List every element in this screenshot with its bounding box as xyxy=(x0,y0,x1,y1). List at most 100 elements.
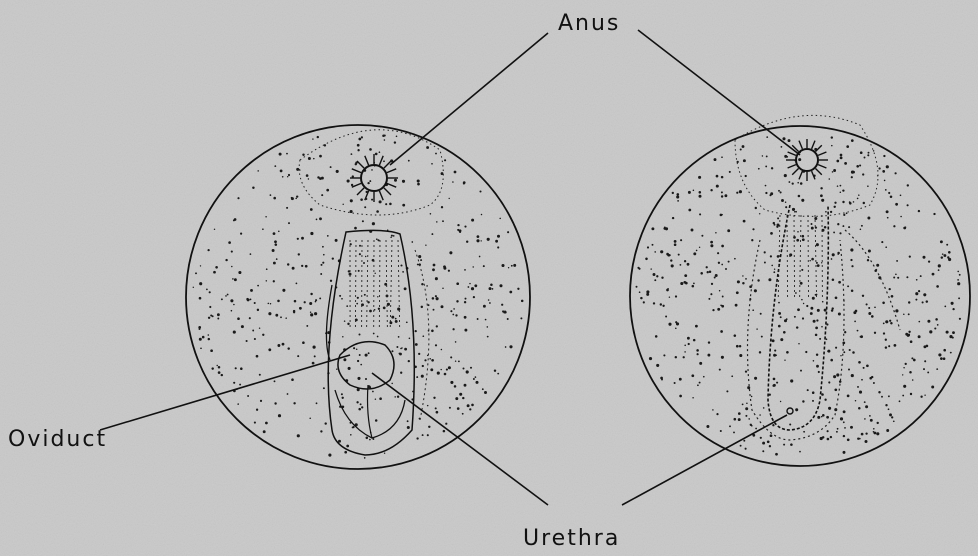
stipple-dot xyxy=(453,308,455,310)
stipple-dot xyxy=(874,332,876,334)
stipple-dot xyxy=(790,379,793,382)
stipple-dot xyxy=(691,229,694,232)
stipple-dot xyxy=(721,264,723,266)
stipple-dot xyxy=(397,308,400,311)
stipple-dot xyxy=(688,343,690,345)
stipple-dot xyxy=(250,289,253,292)
stipple-dot xyxy=(821,393,824,396)
stipple-dot xyxy=(877,422,879,424)
stipple-dot xyxy=(709,270,712,273)
stipple-dot xyxy=(703,376,705,378)
stipple-dot xyxy=(789,253,792,256)
stipple-dot xyxy=(408,160,410,162)
stipple-dot xyxy=(233,331,236,334)
stipple-dot xyxy=(678,254,680,256)
stipple-dot xyxy=(308,157,311,160)
stipple-dot xyxy=(452,181,454,183)
stipple-dot xyxy=(795,211,797,213)
stipple-dot xyxy=(798,195,801,198)
stipple-dot xyxy=(411,241,413,243)
stipple-dot xyxy=(827,351,828,352)
stipple-dot xyxy=(854,321,856,323)
stipple-dot xyxy=(780,316,782,318)
stipple-dot xyxy=(360,364,362,366)
stipple-dot xyxy=(195,272,197,274)
stipple-dot xyxy=(316,219,318,221)
stipple-dot xyxy=(734,334,737,337)
stipple-dot xyxy=(217,313,220,316)
stipple-dot xyxy=(464,384,467,387)
stipple-dot xyxy=(777,224,780,227)
stipple-dot xyxy=(698,176,701,179)
stipple-dot xyxy=(890,196,893,199)
stipple-dot xyxy=(735,304,738,307)
stipple-dot xyxy=(821,199,824,202)
stipple-dot xyxy=(235,367,237,369)
stipple-dot xyxy=(343,358,346,361)
stipple-dot xyxy=(923,256,926,259)
stipple-dot xyxy=(483,305,486,308)
stipple-dot xyxy=(669,296,670,297)
stipple-dot xyxy=(214,229,215,230)
label-oviduct: Oviduct xyxy=(8,427,107,452)
stipple-dot xyxy=(851,289,854,292)
stipple-dot xyxy=(442,220,444,222)
stipple-dot xyxy=(720,214,723,217)
stipple-dot xyxy=(432,297,435,300)
stipple-dot xyxy=(206,289,208,291)
stipple-dot xyxy=(725,268,727,270)
stipple-dot xyxy=(257,309,259,311)
stipple-dot xyxy=(457,407,460,410)
stipple-dot xyxy=(661,379,663,381)
stipple-dot xyxy=(734,258,736,260)
stipple-dot xyxy=(218,366,221,369)
stipple-dot xyxy=(199,338,202,341)
stipple-dot xyxy=(364,206,366,208)
stipple-dot xyxy=(274,380,276,382)
stipple-dot xyxy=(282,176,284,178)
stipple-dot xyxy=(772,385,774,387)
stipple-dot xyxy=(785,206,787,208)
stipple-dot xyxy=(848,226,850,228)
stipple-dot xyxy=(517,288,519,290)
stipple-dot xyxy=(827,438,830,441)
stipple-dot xyxy=(232,278,234,280)
stipple-dot xyxy=(869,377,872,380)
stipple-dot xyxy=(811,258,814,261)
stipple-dot xyxy=(822,301,824,303)
stipple-dot xyxy=(899,400,901,402)
stipple-dot xyxy=(885,346,887,348)
stipple-dot xyxy=(306,325,308,327)
stipple-dot xyxy=(358,333,360,335)
stipple-dot xyxy=(867,259,869,261)
stipple-dot xyxy=(840,355,841,356)
stipple-dot xyxy=(863,202,865,204)
stipple-dot xyxy=(446,369,448,371)
stipple-dot xyxy=(347,323,349,325)
stipple-dot xyxy=(319,297,321,299)
stipple-dot xyxy=(684,351,686,353)
stipple-dot xyxy=(293,310,295,312)
stipple-dot xyxy=(394,396,396,398)
stipple-dot xyxy=(842,225,844,227)
stipple-dot xyxy=(385,203,387,205)
stipple-dot xyxy=(911,357,913,359)
stipple-dot xyxy=(310,312,311,313)
stipple-dot xyxy=(851,265,853,267)
stipple-dot xyxy=(900,216,902,218)
stipple-dot xyxy=(864,401,866,403)
stipple-dot xyxy=(384,453,385,454)
stipple-dot xyxy=(367,182,369,184)
stipple-dot xyxy=(351,153,353,155)
stipple-dot xyxy=(759,351,761,353)
stipple-dot xyxy=(697,384,699,386)
stipple-dot xyxy=(241,325,244,328)
stipple-dot xyxy=(717,252,719,254)
stipple-dot xyxy=(472,266,473,267)
stipple-dot xyxy=(942,253,944,255)
stipple-dot xyxy=(416,437,418,439)
stipple-dot xyxy=(417,183,420,186)
stipple-dot xyxy=(948,258,951,261)
stipple-dot xyxy=(757,279,759,281)
stipple-dot xyxy=(679,395,682,398)
